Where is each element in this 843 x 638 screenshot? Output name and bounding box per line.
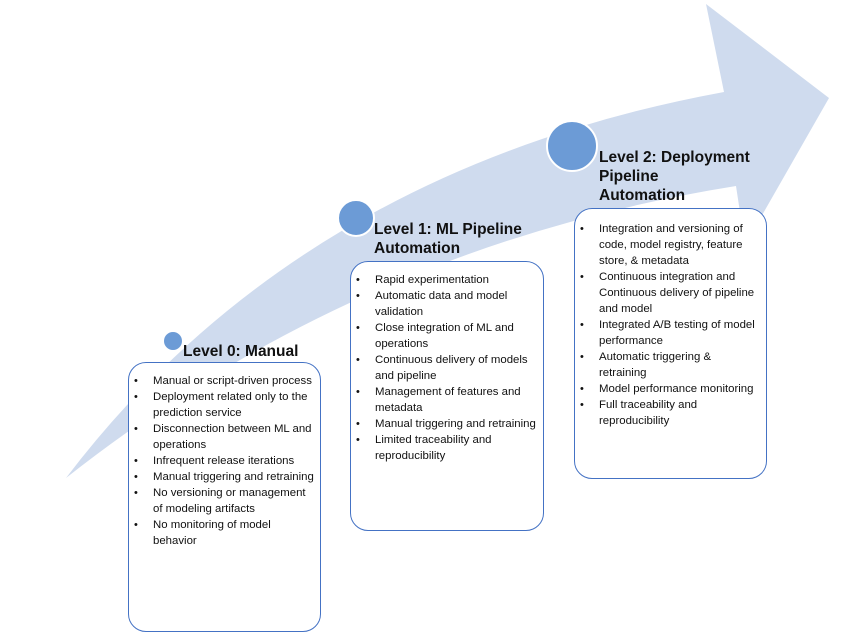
level-0-box: Manual or script-driven process Deployme…	[128, 362, 321, 632]
list-item: Manual triggering and retraining	[129, 469, 314, 485]
list-item: Manual triggering and retraining	[351, 416, 537, 432]
level-1-list: Rapid experimentation Automatic data and…	[351, 262, 543, 464]
level-2-title-line-2: Pipeline	[599, 168, 659, 185]
list-item: Full traceability and reproducibility	[575, 397, 758, 429]
list-item: Automatic triggering & retraining	[575, 349, 758, 381]
level-2-title-line-1: Level 2: Deployment	[599, 149, 750, 166]
list-item: Continuous integration and Continuous de…	[575, 269, 758, 317]
level-1-title: Level 1: ML Pipeline Automation	[374, 220, 544, 258]
list-item: No monitoring of model behavior	[129, 517, 314, 549]
list-item: No versioning or management of modeling …	[129, 485, 314, 517]
level-1-marker	[337, 199, 375, 237]
level-2-title: Level 2: Deployment Pipeline Automation	[599, 148, 789, 205]
level-0-list: Manual or script-driven process Deployme…	[129, 363, 320, 549]
list-item: Automatic data and model validation	[351, 288, 537, 320]
list-item: Continuous delivery of models and pipeli…	[351, 352, 537, 384]
list-item: Model performance monitoring	[575, 381, 758, 397]
level-1-box: Rapid experimentation Automatic data and…	[350, 261, 544, 531]
level-2-title-line-3: Automation	[599, 187, 686, 204]
list-item: Limited traceability and reproducibility	[351, 432, 537, 464]
list-item: Disconnection between ML and operations	[129, 421, 314, 453]
level-0-title: Level 0: Manual	[183, 342, 343, 361]
level-1-title-line-2: Automation	[374, 240, 461, 257]
list-item: Integrated A/B testing of model performa…	[575, 317, 758, 349]
list-item: Deployment related only to the predictio…	[129, 389, 314, 421]
list-item: Close integration of ML and operations	[351, 320, 537, 352]
level-0-title-line-1: Level 0: Manual	[183, 343, 299, 360]
progress-arrow-shape	[66, 4, 829, 478]
list-item: Rapid experimentation	[351, 272, 537, 288]
list-item: Infrequent release iterations	[129, 453, 314, 469]
level-1-title-line-1: Level 1: ML Pipeline	[374, 221, 522, 238]
level-2-box: Integration and versioning of code, mode…	[574, 208, 767, 479]
level-2-marker	[546, 120, 598, 172]
list-item: Integration and versioning of code, mode…	[575, 221, 758, 269]
list-item: Manual or script-driven process	[129, 373, 314, 389]
level-2-list: Integration and versioning of code, mode…	[575, 209, 766, 429]
level-0-marker	[162, 330, 184, 352]
list-item: Management of features and metadata	[351, 384, 537, 416]
